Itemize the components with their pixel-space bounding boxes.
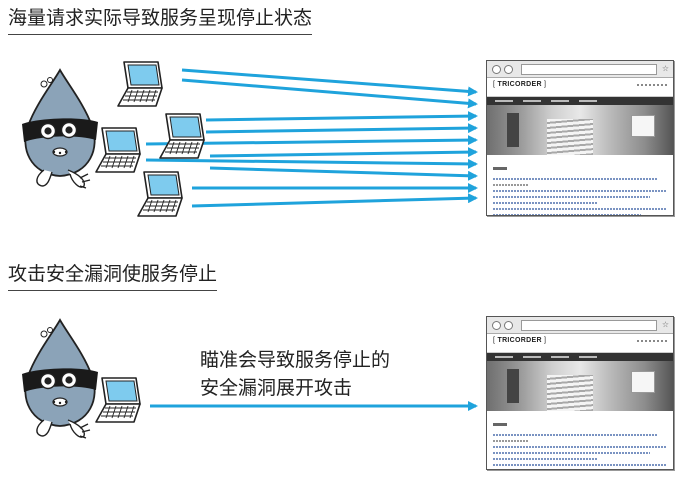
browser-window-icon: ☆ TRICORDER [486, 316, 674, 470]
site-header: TRICORDER [487, 78, 673, 97]
browser-window-icon: ☆ TRICORDER [486, 60, 674, 216]
site-hero-image [487, 105, 673, 155]
site-news [487, 411, 673, 469]
browser-toolbar: ☆ [487, 317, 673, 334]
flood-arrow-6 [209, 147, 478, 158]
flood-arrow-8 [209, 166, 478, 181]
flood-arrow-1 [181, 68, 478, 97]
site-menu [487, 97, 673, 105]
laptop-icon [137, 171, 183, 217]
site-menu [487, 353, 673, 361]
laptop-icon [159, 113, 205, 159]
masked-attacker-icon [21, 69, 99, 189]
bookmark-icon: ☆ [661, 64, 669, 73]
flood-arrows [145, 68, 478, 208]
flood-arrow-3 [205, 111, 478, 122]
laptop-icon [95, 377, 141, 423]
section-title-flood: 海量请求实际导致服务呈现停止状态 [8, 6, 313, 35]
site-header: TRICORDER [487, 334, 673, 353]
laptop-icon [117, 61, 163, 107]
flood-arrow-10 [191, 193, 478, 208]
flood-arrow-2 [181, 78, 478, 109]
flood-arrow-4 [205, 123, 478, 134]
masked-attacker-icon [21, 319, 99, 439]
site-logo: TRICORDER [493, 337, 546, 344]
site-hero-image [487, 361, 673, 411]
section-title-vulnerability: 攻击安全漏洞使服务停止 [8, 262, 218, 291]
browser-toolbar: ☆ [487, 61, 673, 78]
site-logo: TRICORDER [493, 81, 546, 88]
exploit-description-line2: 安全漏洞展开攻击 [200, 377, 353, 399]
exploit-description-line1: 瞄准会导致服务停止的 [200, 349, 391, 371]
exploit-description: 瞄准会导致服务停止的 安全漏洞展开攻击 [200, 346, 390, 402]
flood-arrow-7 [145, 158, 478, 169]
laptop-icon [95, 127, 141, 173]
site-news [487, 155, 673, 215]
bookmark-icon: ☆ [661, 320, 669, 329]
